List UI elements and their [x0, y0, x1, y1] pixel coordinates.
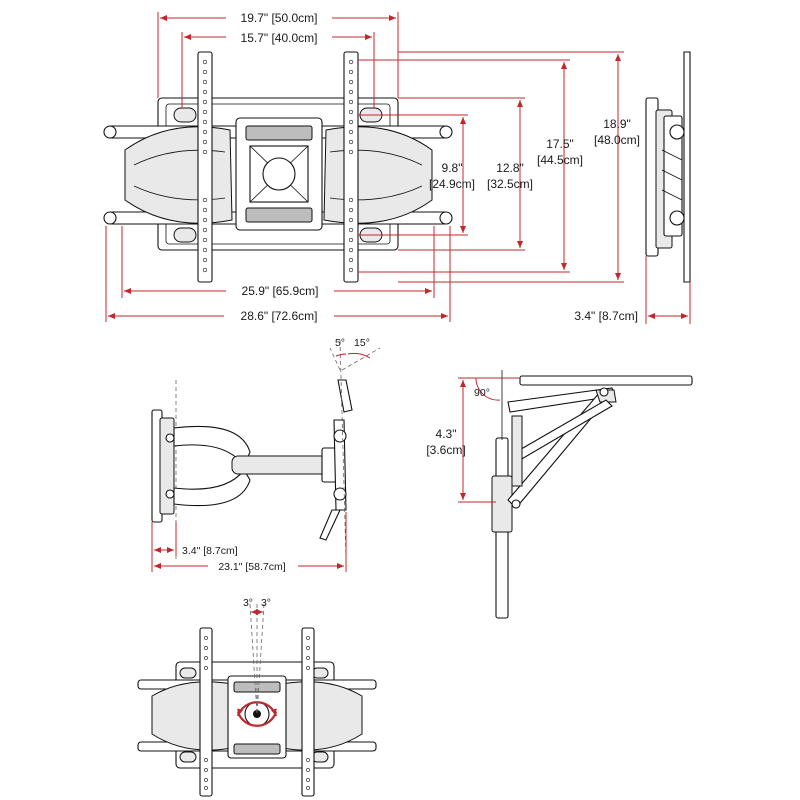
- dim-height-small-cm: [24.9cm]: [429, 177, 475, 191]
- dim-tilt-back: 15°: [354, 337, 370, 349]
- top-tv-plate: [519, 375, 693, 386]
- dim-side-depth: 3.4" [8.7cm]: [182, 545, 238, 557]
- dim-width-outer: 19.7" [50.0cm]: [241, 11, 318, 25]
- side-view: 5° 15° 3.4" [8.7cm] 23.1" [58.7cm]: [151, 337, 381, 573]
- rot-left-bracket: [199, 627, 213, 797]
- dim-rotation-left: 3°: [243, 597, 253, 609]
- rotation-view: 3° 3°: [137, 597, 377, 797]
- dim-total-width: 28.6" [72.6cm]: [241, 309, 318, 323]
- front-view: 19.7" [50.0cm] 15.7" [40.0cm] 9.8" [24.9…: [103, 10, 640, 323]
- side-extension-arm: [231, 455, 331, 475]
- dim-top-vertical-cm: [3.6cm]: [426, 443, 465, 457]
- dim-width-inner: 15.7" [40.0cm]: [241, 31, 318, 45]
- dim-top-vertical: 4.3": [436, 427, 457, 441]
- dim-arm-width: 25.9" [65.9cm]: [242, 284, 319, 298]
- right-tv-bracket: [343, 51, 359, 283]
- dim-edge-depth: 3.4" [8.7cm]: [574, 309, 638, 323]
- dim-height-total-cm: [48.0cm]: [594, 133, 640, 147]
- dim-side-extension: 23.1" [58.7cm]: [218, 561, 285, 573]
- dim-height-large: 17.5": [546, 137, 574, 151]
- dim-height-total: 18.9": [603, 117, 631, 131]
- rot-right-bracket: [301, 627, 315, 797]
- dim-height-small: 9.8": [442, 161, 463, 175]
- dim-height-large-cm: [44.5cm]: [537, 153, 583, 167]
- top-view: 4.3" [3.6cm] 90°: [426, 370, 693, 619]
- dim-rotation-right: 3°: [261, 597, 271, 609]
- dim-swivel-angle: 90°: [474, 387, 490, 399]
- dim-height-mid-cm: [32.5cm]: [487, 177, 533, 191]
- dim-tilt-forward: 5°: [335, 337, 345, 349]
- left-tv-bracket: [197, 51, 213, 283]
- left-arm-body: [124, 126, 233, 224]
- edge-view: 3.4" [8.7cm]: [574, 51, 691, 324]
- right-arm-body: [323, 126, 433, 224]
- dim-height-mid: 12.8": [496, 161, 524, 175]
